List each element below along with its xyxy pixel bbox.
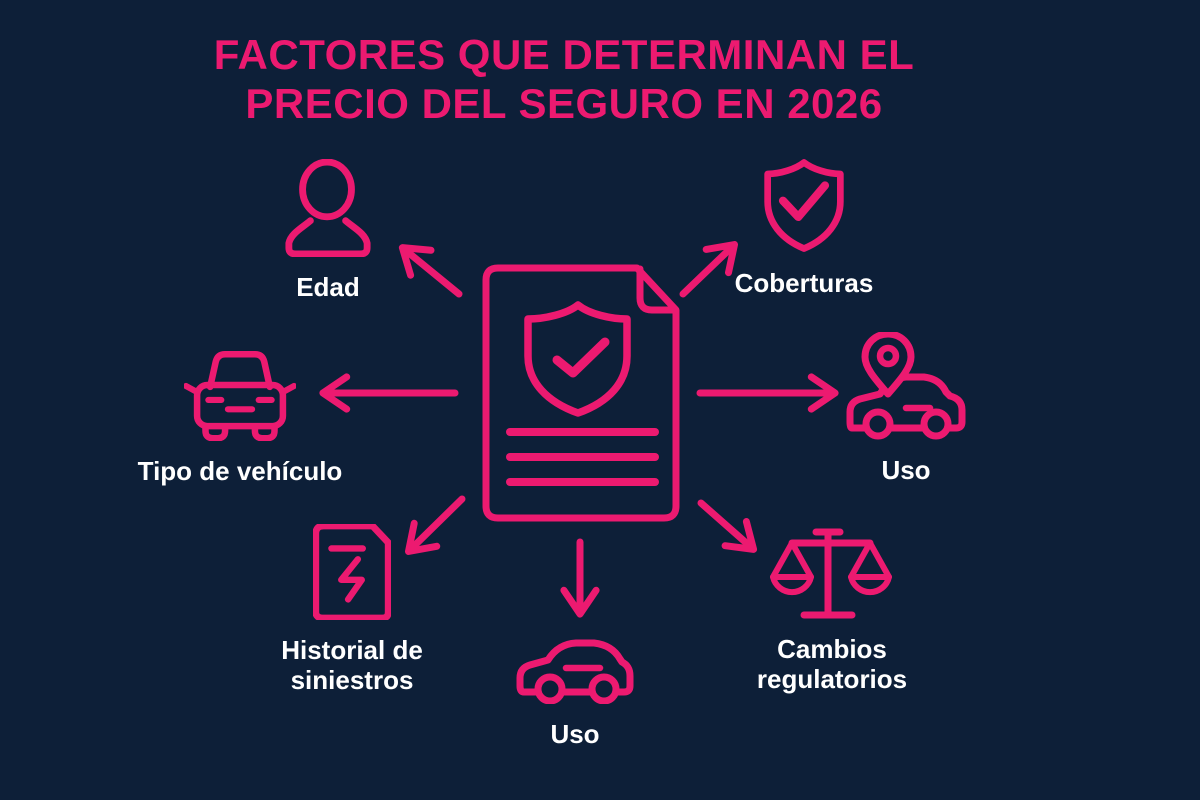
factor-uso-right: Uso — [796, 332, 1016, 485]
factor-label: Coberturas — [734, 268, 874, 298]
factor-label: Edad — [296, 272, 360, 302]
scales-icon — [770, 528, 892, 619]
factor-tipo-de-vehiculo: Tipo de vehículo — [115, 344, 365, 486]
factor-label: Cambios regulatorios — [756, 634, 908, 694]
center-policy-document — [482, 264, 680, 522]
person-icon — [285, 159, 371, 257]
factor-cambios-regulatorios: Cambios regulatorios — [717, 527, 947, 694]
factor-historial-de-siniestros: Historial de siniestros — [252, 524, 452, 695]
factor-edad: Edad — [228, 159, 428, 302]
factor-label: Uso — [550, 719, 600, 749]
infographic-title: FACTORES QUE DETERMINAN EL PRECIO DEL SE… — [0, 30, 1128, 128]
factor-coberturas: Coberturas — [704, 158, 904, 298]
factor-uso-bottom: Uso — [475, 628, 675, 749]
factor-label: Uso — [881, 455, 931, 485]
title-line-2: PRECIO DEL SEGURO EN 2026 — [245, 80, 883, 127]
car-location-pin-icon — [846, 332, 966, 440]
factor-label: Tipo de vehículo — [137, 456, 343, 486]
insurance-policy-document-icon — [482, 264, 680, 522]
car-side-icon — [516, 639, 634, 704]
factor-label: Historial de siniestros — [281, 635, 423, 695]
title-line-1: FACTORES QUE DETERMINAN EL — [213, 31, 915, 78]
car-front-icon — [184, 350, 296, 441]
claims-document-icon — [313, 524, 391, 620]
shield-check-icon — [764, 159, 844, 252]
